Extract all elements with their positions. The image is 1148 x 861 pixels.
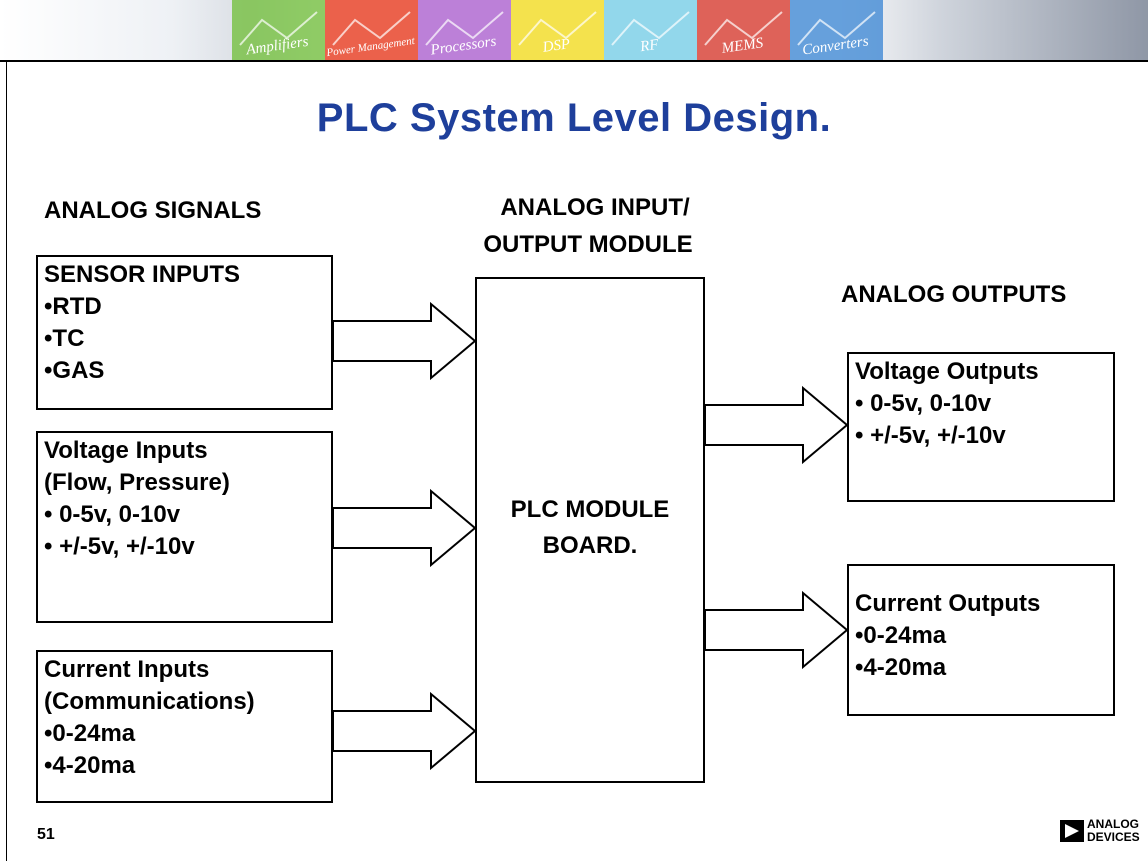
voltage-outputs-title: Voltage Outputs — [855, 358, 1039, 385]
banner-tile-label: RF — [638, 37, 660, 56]
arrow-current-to-plc — [332, 691, 477, 771]
voltage-outputs-range2: • +/-5v, +/-10v — [855, 422, 1006, 449]
banner-tile-sketch — [518, 11, 597, 46]
banner-tile-label: DSP — [541, 36, 571, 56]
banner-tile-label: MEMS — [720, 35, 765, 57]
banner-tile-sketch — [425, 11, 504, 46]
banner-tile — [325, 0, 418, 60]
current-inputs-box: Current Inputs (Communications) •0-24ma … — [36, 650, 333, 803]
banner-tile — [418, 0, 511, 60]
left-margin-rule — [6, 60, 7, 861]
voltage-inputs-range1: • 0-5v, 0-10v — [44, 501, 181, 528]
logo-wordmark-line1: ANALOG — [1087, 817, 1139, 831]
current-outputs-range2: •4-20ma — [855, 654, 947, 681]
heading-module-line2: OUTPUT MODULE — [483, 231, 693, 258]
banner-tile-sketch — [332, 11, 411, 46]
banner-tile — [790, 0, 883, 60]
banner-tile — [232, 0, 325, 60]
voltage-inputs-range2: • +/-5v, +/-10v — [44, 533, 195, 560]
slide-title: PLC System Level Design. — [316, 96, 832, 140]
logo-triangle-icon — [1060, 820, 1084, 842]
voltage-outputs-range1: • 0-5v, 0-10v — [855, 390, 992, 417]
page-number: 51 — [37, 826, 55, 843]
banner-tile-sketch — [239, 11, 318, 46]
banner-tile — [511, 0, 604, 60]
arrow-voltage-to-plc — [332, 488, 477, 568]
current-outputs-title: Current Outputs — [855, 590, 1041, 617]
sensor-inputs-title: SENSOR INPUTS — [44, 261, 241, 288]
plc-module-label-line1: PLC MODULE — [510, 496, 670, 523]
banner-tile — [604, 0, 697, 60]
current-inputs-title: Current Inputs — [44, 656, 210, 683]
banner-tile-sketch — [611, 11, 690, 46]
voltage-inputs-subtitle: (Flow, Pressure) — [44, 469, 230, 496]
heading-analog-outputs: ANALOG OUTPUTS — [841, 281, 1067, 308]
banner-tile-sketch — [797, 11, 876, 46]
sensor-item-rtd: •RTD — [44, 293, 102, 320]
heading-module-line1: ANALOG INPUT/ — [500, 194, 690, 221]
logo-wordmark-line2: DEVICES — [1087, 830, 1140, 844]
analog-devices-logo: ANALOG DEVICES — [1060, 818, 1140, 846]
banner-tile-sketch — [704, 11, 783, 46]
current-outputs-range1: •0-24ma — [855, 622, 947, 649]
arrow-sensor-to-plc — [332, 301, 477, 381]
sensor-inputs-box: SENSOR INPUTS •RTD •TC •GAS — [36, 255, 333, 410]
current-outputs-box: Current Outputs •0-24ma •4-20ma — [847, 564, 1115, 716]
current-inputs-range1: •0-24ma — [44, 720, 136, 747]
banner-divider — [0, 60, 1148, 62]
sensor-item-tc: •TC — [44, 325, 85, 352]
banner-tile — [697, 0, 790, 60]
arrow-plc-to-voltage-out — [704, 385, 849, 465]
plc-module-box — [475, 277, 705, 783]
current-inputs-range2: •4-20ma — [44, 752, 136, 779]
sensor-item-gas: •GAS — [44, 357, 105, 384]
plc-module-label-line2: BOARD. — [542, 532, 638, 559]
voltage-inputs-box: Voltage Inputs (Flow, Pressure) • 0-5v, … — [36, 431, 333, 623]
voltage-outputs-box: Voltage Outputs • 0-5v, 0-10v • +/-5v, +… — [847, 352, 1115, 502]
current-inputs-subtitle: (Communications) — [44, 688, 255, 715]
arrow-plc-to-current-out — [704, 590, 849, 670]
heading-analog-signals: ANALOG SIGNALS — [44, 197, 262, 224]
voltage-inputs-title: Voltage Inputs — [44, 437, 208, 464]
